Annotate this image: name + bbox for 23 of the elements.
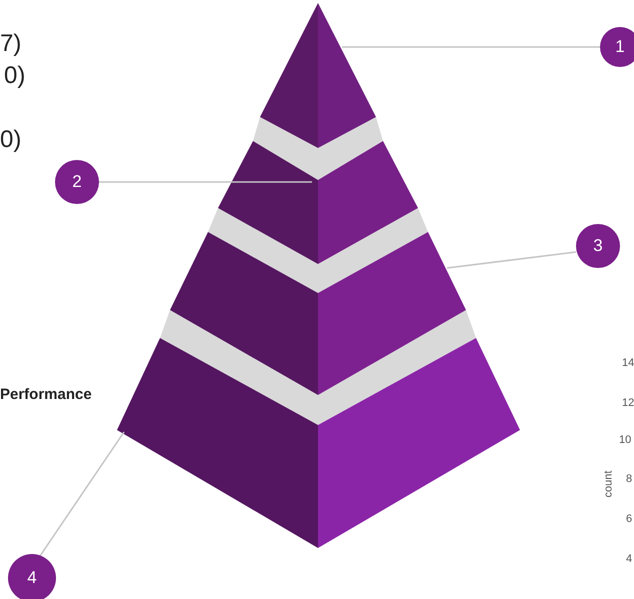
cut-off-text: 7) [0, 30, 22, 58]
pyramid-tier [218, 117, 418, 264]
leader-line [99, 181, 312, 183]
axis-tick-label: 8 [626, 473, 632, 485]
cut-off-text: 0) [0, 126, 22, 154]
leader-line [39, 432, 125, 556]
leader-line [446, 251, 576, 269]
pyramid-tier [170, 208, 466, 395]
axis-tick-label: 10 [619, 434, 632, 446]
axis-tick-label: 6 [626, 513, 632, 525]
pyramid-top [260, 3, 376, 148]
axis-title: count [602, 470, 614, 498]
cut-off-heading: Performance [0, 386, 92, 403]
number-circle: 1 [600, 27, 634, 67]
leader-line [342, 46, 600, 48]
axis-tick-label: 14 [622, 357, 634, 369]
axis-tick-label: 4 [626, 553, 632, 565]
pyramid-tier [117, 310, 520, 548]
number-circle: 2 [55, 160, 99, 204]
axis-tick-label: 12 [622, 397, 634, 409]
number-circle: 3 [576, 224, 620, 268]
cut-off-text: 0) [4, 62, 26, 90]
number-circle: 4 [8, 554, 56, 599]
